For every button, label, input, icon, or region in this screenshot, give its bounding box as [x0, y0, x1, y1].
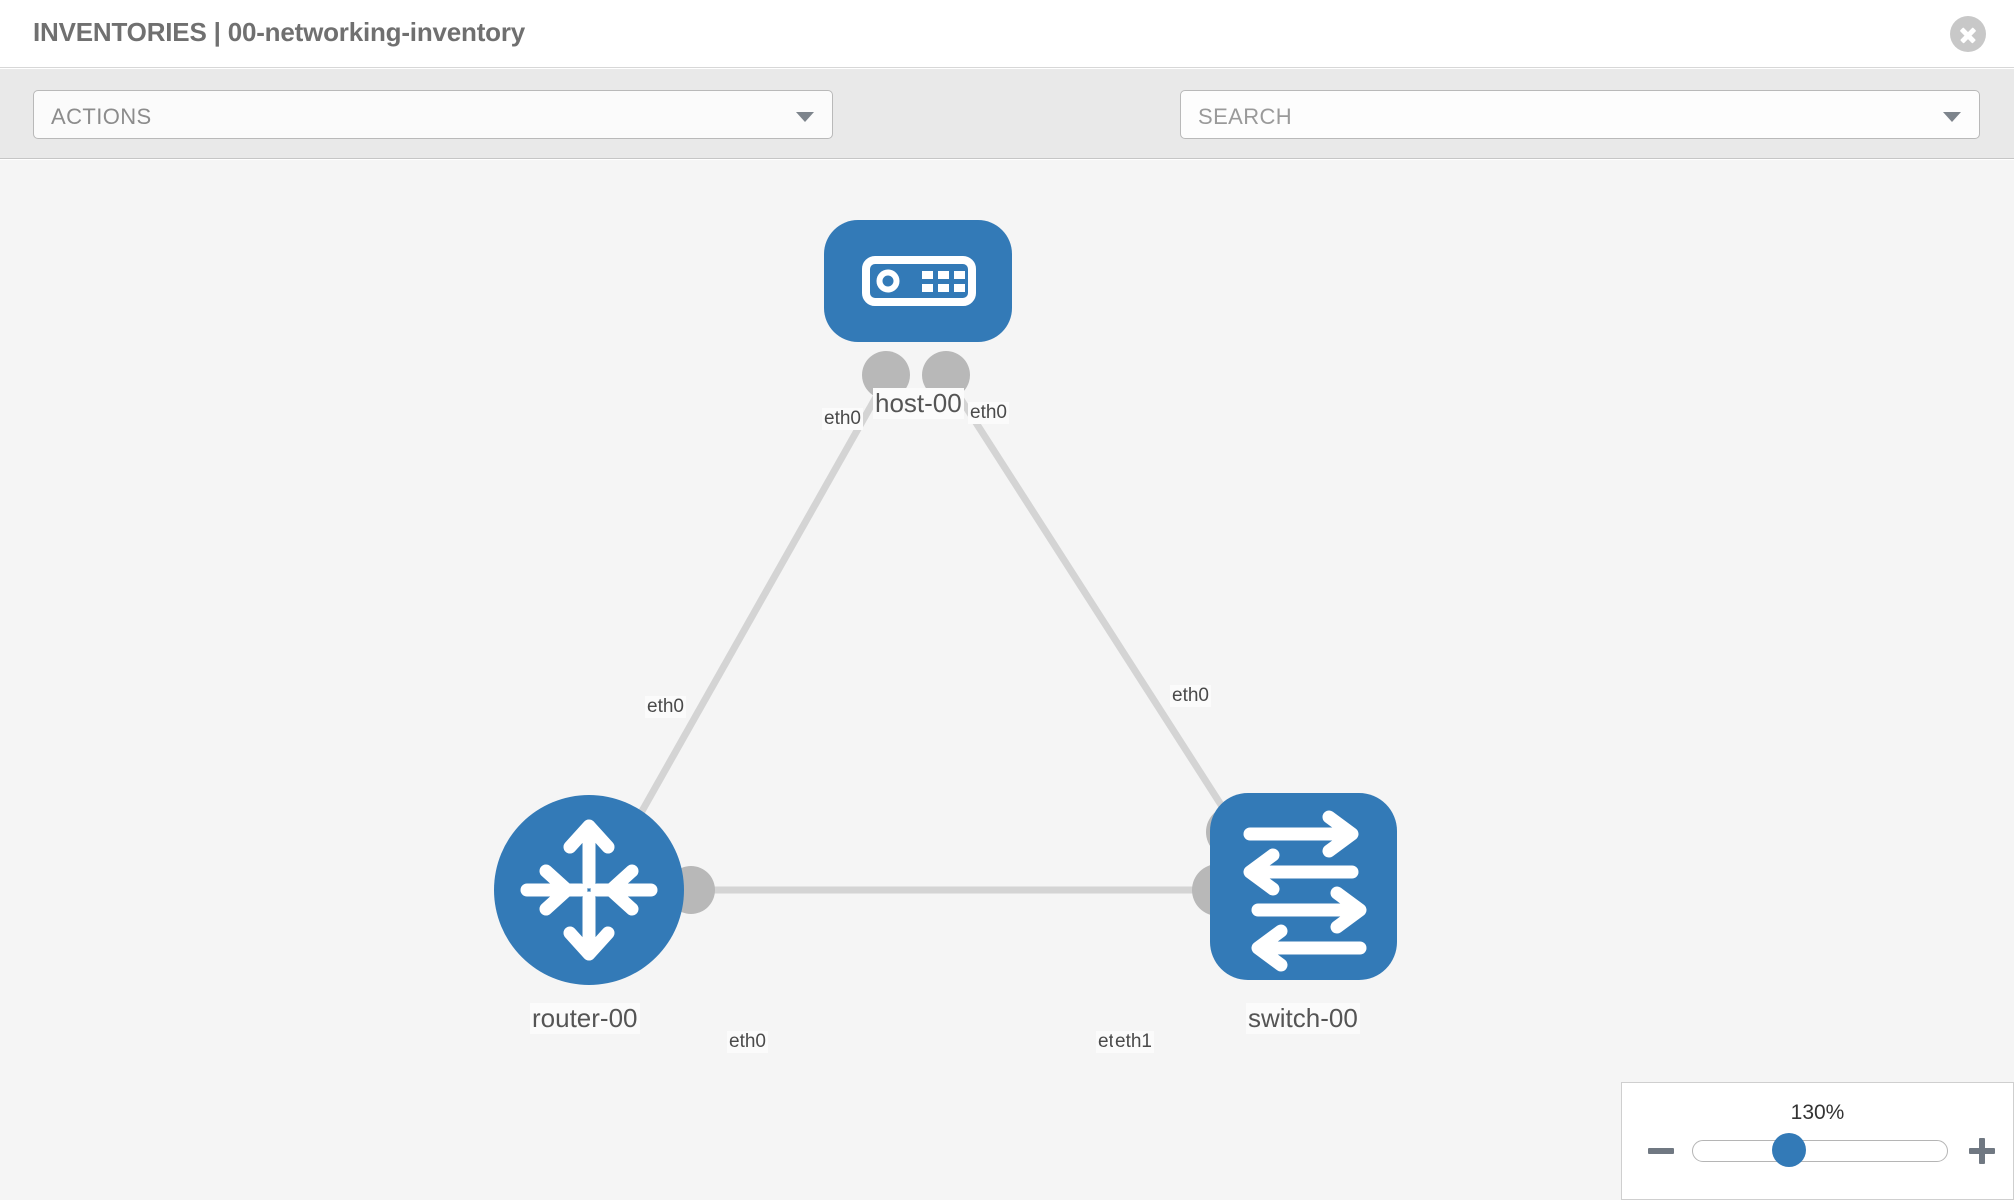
topology-graph — [494, 220, 1397, 985]
actions-dropdown-label: ACTIONS — [51, 104, 152, 129]
zoom-slider-track[interactable] — [1692, 1140, 1948, 1162]
page-header: INVENTORIES | 00-networking-inventory — [0, 0, 2014, 68]
interface-label-router-right: eth0 — [727, 1031, 768, 1053]
node-switch-00 — [1210, 793, 1397, 980]
interface-label-switch-left: eth1 — [1113, 1031, 1154, 1053]
chevron-down-icon — [796, 112, 814, 122]
zoom-level-value: 130% — [1790, 1101, 1845, 1124]
interface-label-switch-up: eth0 — [1170, 685, 1211, 707]
zoom-control-panel: 130% — [1621, 1082, 2014, 1200]
interface-label-router-up: eth0 — [645, 696, 686, 718]
link-host-switch — [952, 388, 1253, 852]
port-host-eth0-right — [922, 351, 970, 399]
zoom-out-button[interactable] — [1644, 1134, 1678, 1168]
link-host-router — [616, 388, 884, 852]
port-host-eth0-left — [862, 351, 910, 399]
server-icon — [862, 256, 976, 306]
router-arrows-icon — [520, 819, 658, 961]
topology-ports — [667, 351, 1258, 916]
node-host-00 — [824, 220, 1012, 342]
node-router-00 — [494, 795, 684, 985]
node-label-host-00[interactable]: host-00 — [873, 388, 964, 419]
router-node-body — [494, 795, 684, 985]
zoom-slider-thumb[interactable] — [1772, 1133, 1806, 1167]
node-label-switch-00[interactable]: switch-00 — [1246, 1003, 1360, 1034]
actions-dropdown[interactable]: ACTIONS — [33, 90, 833, 139]
topology-canvas[interactable]: host-00 router-00 switch-00 eth0 eth0 et… — [0, 160, 2014, 1200]
toolbar: ACTIONS SEARCH — [0, 69, 2014, 200]
interface-label-host-right: eth0 — [968, 402, 1009, 424]
topology-links — [616, 388, 1253, 894]
page-title: INVENTORIES | 00-networking-inventory — [33, 17, 526, 47]
zoom-in-button[interactable] — [1965, 1134, 1999, 1168]
interface-label-host-left: eth0 — [822, 408, 863, 430]
switch-arrows-icon — [1243, 810, 1367, 972]
search-placeholder: SEARCH — [1198, 104, 1293, 129]
node-label-router-00[interactable]: router-00 — [530, 1003, 640, 1034]
close-icon[interactable] — [1950, 16, 1986, 52]
host-node-body — [824, 220, 1012, 342]
chevron-down-icon[interactable] — [1943, 112, 1961, 122]
search-input[interactable]: SEARCH — [1180, 90, 1980, 139]
